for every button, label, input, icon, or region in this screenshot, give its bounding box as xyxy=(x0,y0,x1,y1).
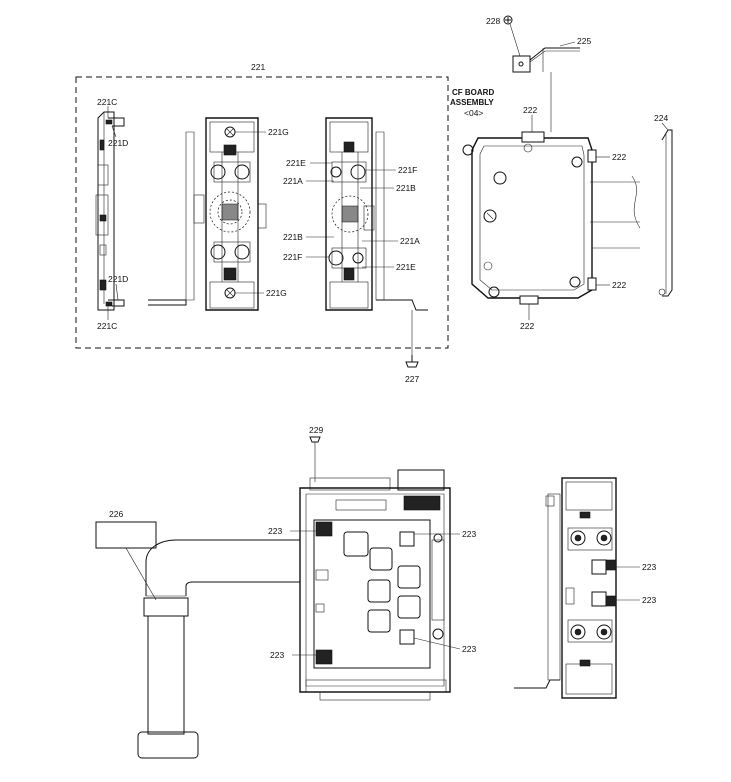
label-222-top: 222 xyxy=(523,105,537,115)
label-223-front-top-right: 223 xyxy=(462,529,476,539)
label-221F-mid: 221F xyxy=(283,252,302,262)
label-227: 227 xyxy=(405,374,419,384)
label-226: 226 xyxy=(109,509,123,519)
label-223-side-upper: 223 xyxy=(642,562,656,572)
label-222-right-upper: 222 xyxy=(612,152,626,162)
label-221D-top: 221D xyxy=(108,138,128,148)
screw-227 xyxy=(405,310,419,368)
leader-224 xyxy=(661,122,669,131)
rail-224 xyxy=(658,129,673,297)
label-221G-top: 221G xyxy=(268,127,289,137)
label-222-bottom: 222 xyxy=(520,321,534,331)
label-223-side-lower: 223 xyxy=(642,595,656,605)
leader-221D-bottom xyxy=(115,283,119,301)
label-221B-mid: 221B xyxy=(283,232,303,242)
group-221-boundary xyxy=(75,76,449,349)
label-221F-top: 221F xyxy=(398,165,417,175)
label-223-front-bottom-right: 223 xyxy=(462,644,476,654)
label-221C-bottom: 221C xyxy=(97,321,117,331)
label-221A-mid: 221A xyxy=(400,236,420,246)
label-221E-mid: 221E xyxy=(396,262,416,272)
label-221G-bottom: 221G xyxy=(266,288,287,298)
leader-221D-top xyxy=(111,125,117,138)
flex-cable-226 xyxy=(95,521,300,759)
cf-board-assembly xyxy=(462,131,641,305)
label-221D-bottom: 221D xyxy=(108,274,128,284)
label-229: 229 xyxy=(309,425,323,435)
cf-board-assembled-side xyxy=(514,477,617,699)
cf-board-label-line1: CF BOARD xyxy=(452,88,494,97)
bracket-225 xyxy=(512,41,580,73)
frame-221-front xyxy=(148,117,267,311)
screw-229 xyxy=(309,436,321,482)
label-221E-top: 221E xyxy=(286,158,306,168)
cf-board-label-line2: ASSEMBLY xyxy=(450,98,494,107)
label-221C-top: 221C xyxy=(97,97,117,107)
frame-221-rear xyxy=(325,117,428,311)
label-222-right-lower: 222 xyxy=(612,280,626,290)
side-plate-221 xyxy=(95,111,125,311)
label-224: 224 xyxy=(654,113,668,123)
leader-223-front-bottom-right xyxy=(413,637,461,650)
screw-228 xyxy=(503,15,521,57)
label-221A-top: 221A xyxy=(283,176,303,186)
label-221B-top: 221B xyxy=(396,183,416,193)
label-228: 228 xyxy=(486,16,500,26)
cf-board-assembled-front xyxy=(299,469,451,701)
cf-board-label-line3: <04> xyxy=(464,108,483,118)
label-221: 221 xyxy=(251,62,265,72)
label-225: 225 xyxy=(577,36,591,46)
label-223-front-bottom-left: 223 xyxy=(270,650,284,660)
label-223-front-top-left: 223 xyxy=(268,526,282,536)
